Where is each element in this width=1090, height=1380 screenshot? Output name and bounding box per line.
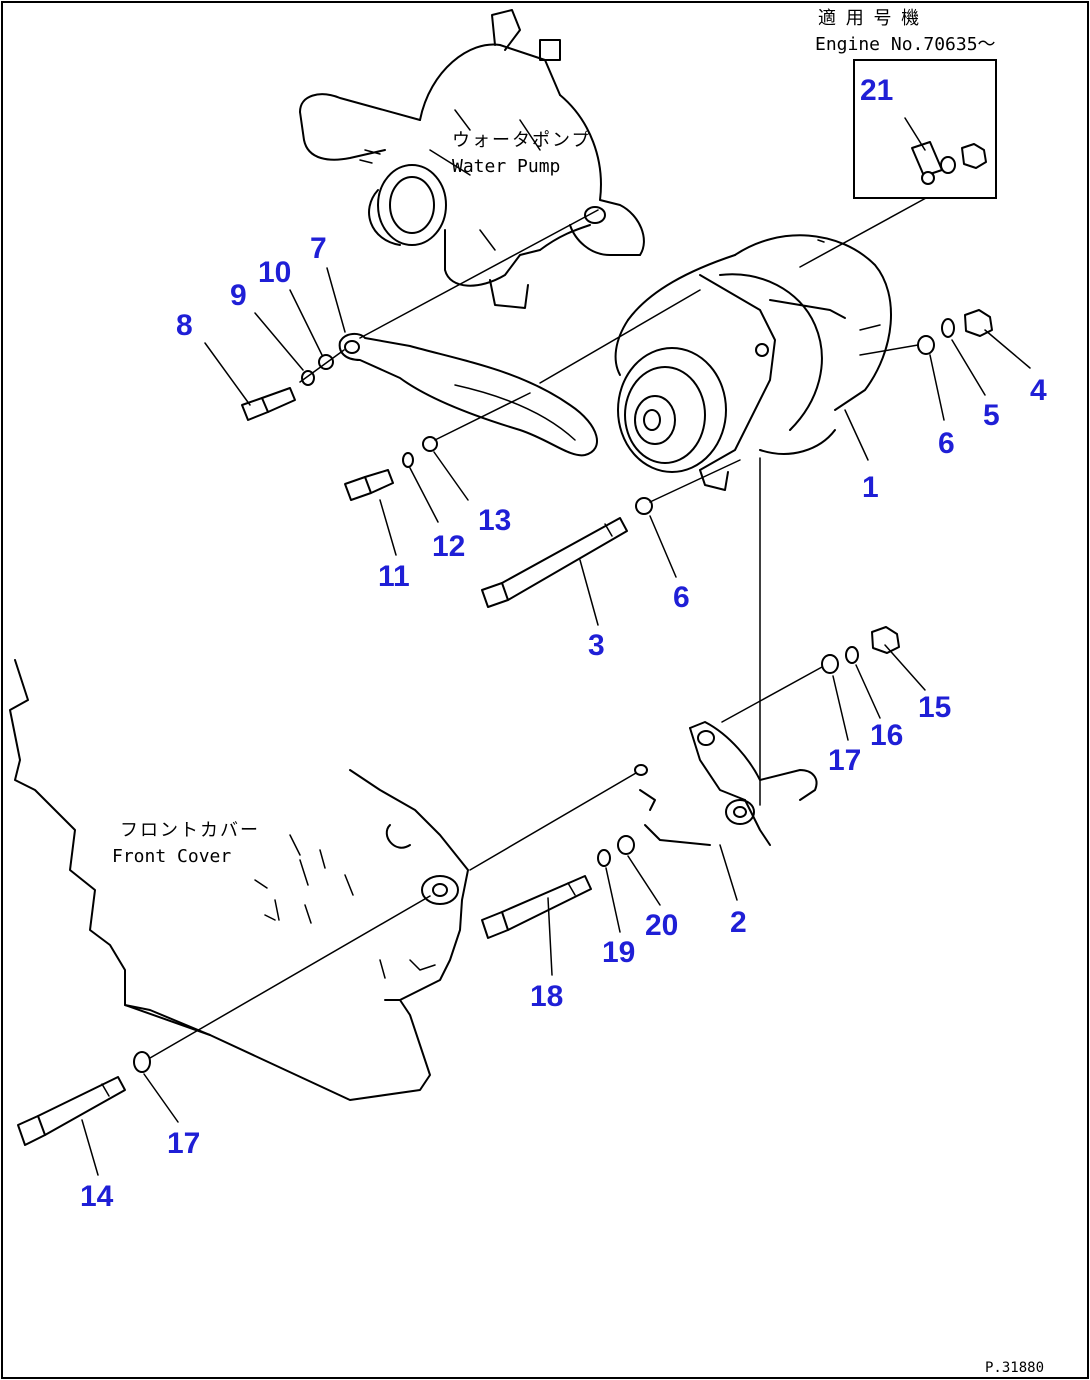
bolt-18 xyxy=(481,875,592,939)
washer-17-b xyxy=(133,1051,151,1073)
callout-18: 18 xyxy=(530,980,563,1013)
callout-15: 15 xyxy=(918,691,951,724)
callout-3: 3 xyxy=(588,629,605,662)
callout-4: 4 xyxy=(1030,374,1047,407)
callout-9: 9 xyxy=(230,279,247,312)
alternator-drawing xyxy=(614,234,892,491)
callout-2: 2 xyxy=(730,906,747,939)
water-pump-en: Water Pump xyxy=(452,156,560,177)
callout-13: 13 xyxy=(478,504,511,537)
washer-13 xyxy=(422,436,438,452)
adjusting-bar-drawing xyxy=(338,332,598,457)
washer-17-a xyxy=(821,654,839,674)
applicability-jp: 適 用 号 機 xyxy=(818,8,921,29)
washer-19 xyxy=(597,849,611,867)
washer-20 xyxy=(617,835,635,855)
washer-6-b xyxy=(635,497,653,515)
callout-14: 14 xyxy=(80,1180,114,1213)
callout-17-b: 17 xyxy=(167,1127,200,1160)
front-cover-jp: フロントカバー xyxy=(120,820,260,841)
callout-1: 1 xyxy=(862,471,879,504)
water-pump-jp: ウォータポンプ xyxy=(452,130,591,151)
callout-6-a: 6 xyxy=(938,427,955,460)
engine-serial: Engine No.70635～ xyxy=(815,34,996,55)
callout-17-a: 17 xyxy=(828,744,861,777)
leader-lines xyxy=(81,267,1031,1176)
nut-4 xyxy=(964,309,993,337)
callout-10: 10 xyxy=(258,256,291,289)
page-code: P.31880 xyxy=(985,1360,1044,1376)
nut-15 xyxy=(871,626,900,654)
callout-16: 16 xyxy=(870,719,903,752)
callout-6-b: 6 xyxy=(673,581,690,614)
water-pump-drawing xyxy=(299,9,645,309)
front-cover-en: Front Cover xyxy=(112,846,231,867)
bolt-3 xyxy=(481,517,628,608)
washer-6-a xyxy=(917,335,935,355)
callout-20: 20 xyxy=(645,909,678,942)
callout-12: 12 xyxy=(432,530,465,563)
callout-5: 5 xyxy=(983,399,1000,432)
washer-5 xyxy=(941,318,955,338)
washer-16 xyxy=(845,646,859,664)
front-cover-drawing xyxy=(9,659,469,1101)
bolt-8 xyxy=(241,387,296,421)
mounting-bracket-drawing xyxy=(634,721,818,846)
assembly-lines xyxy=(149,197,927,1059)
callout-7: 7 xyxy=(310,232,327,265)
callout-11: 11 xyxy=(378,560,410,593)
washer-12 xyxy=(402,452,414,468)
callout-8: 8 xyxy=(176,309,193,342)
bolt-11 xyxy=(344,469,394,501)
bolt-14 xyxy=(17,1076,126,1146)
callout-19: 19 xyxy=(602,936,635,969)
callout-21: 21 xyxy=(860,74,893,107)
